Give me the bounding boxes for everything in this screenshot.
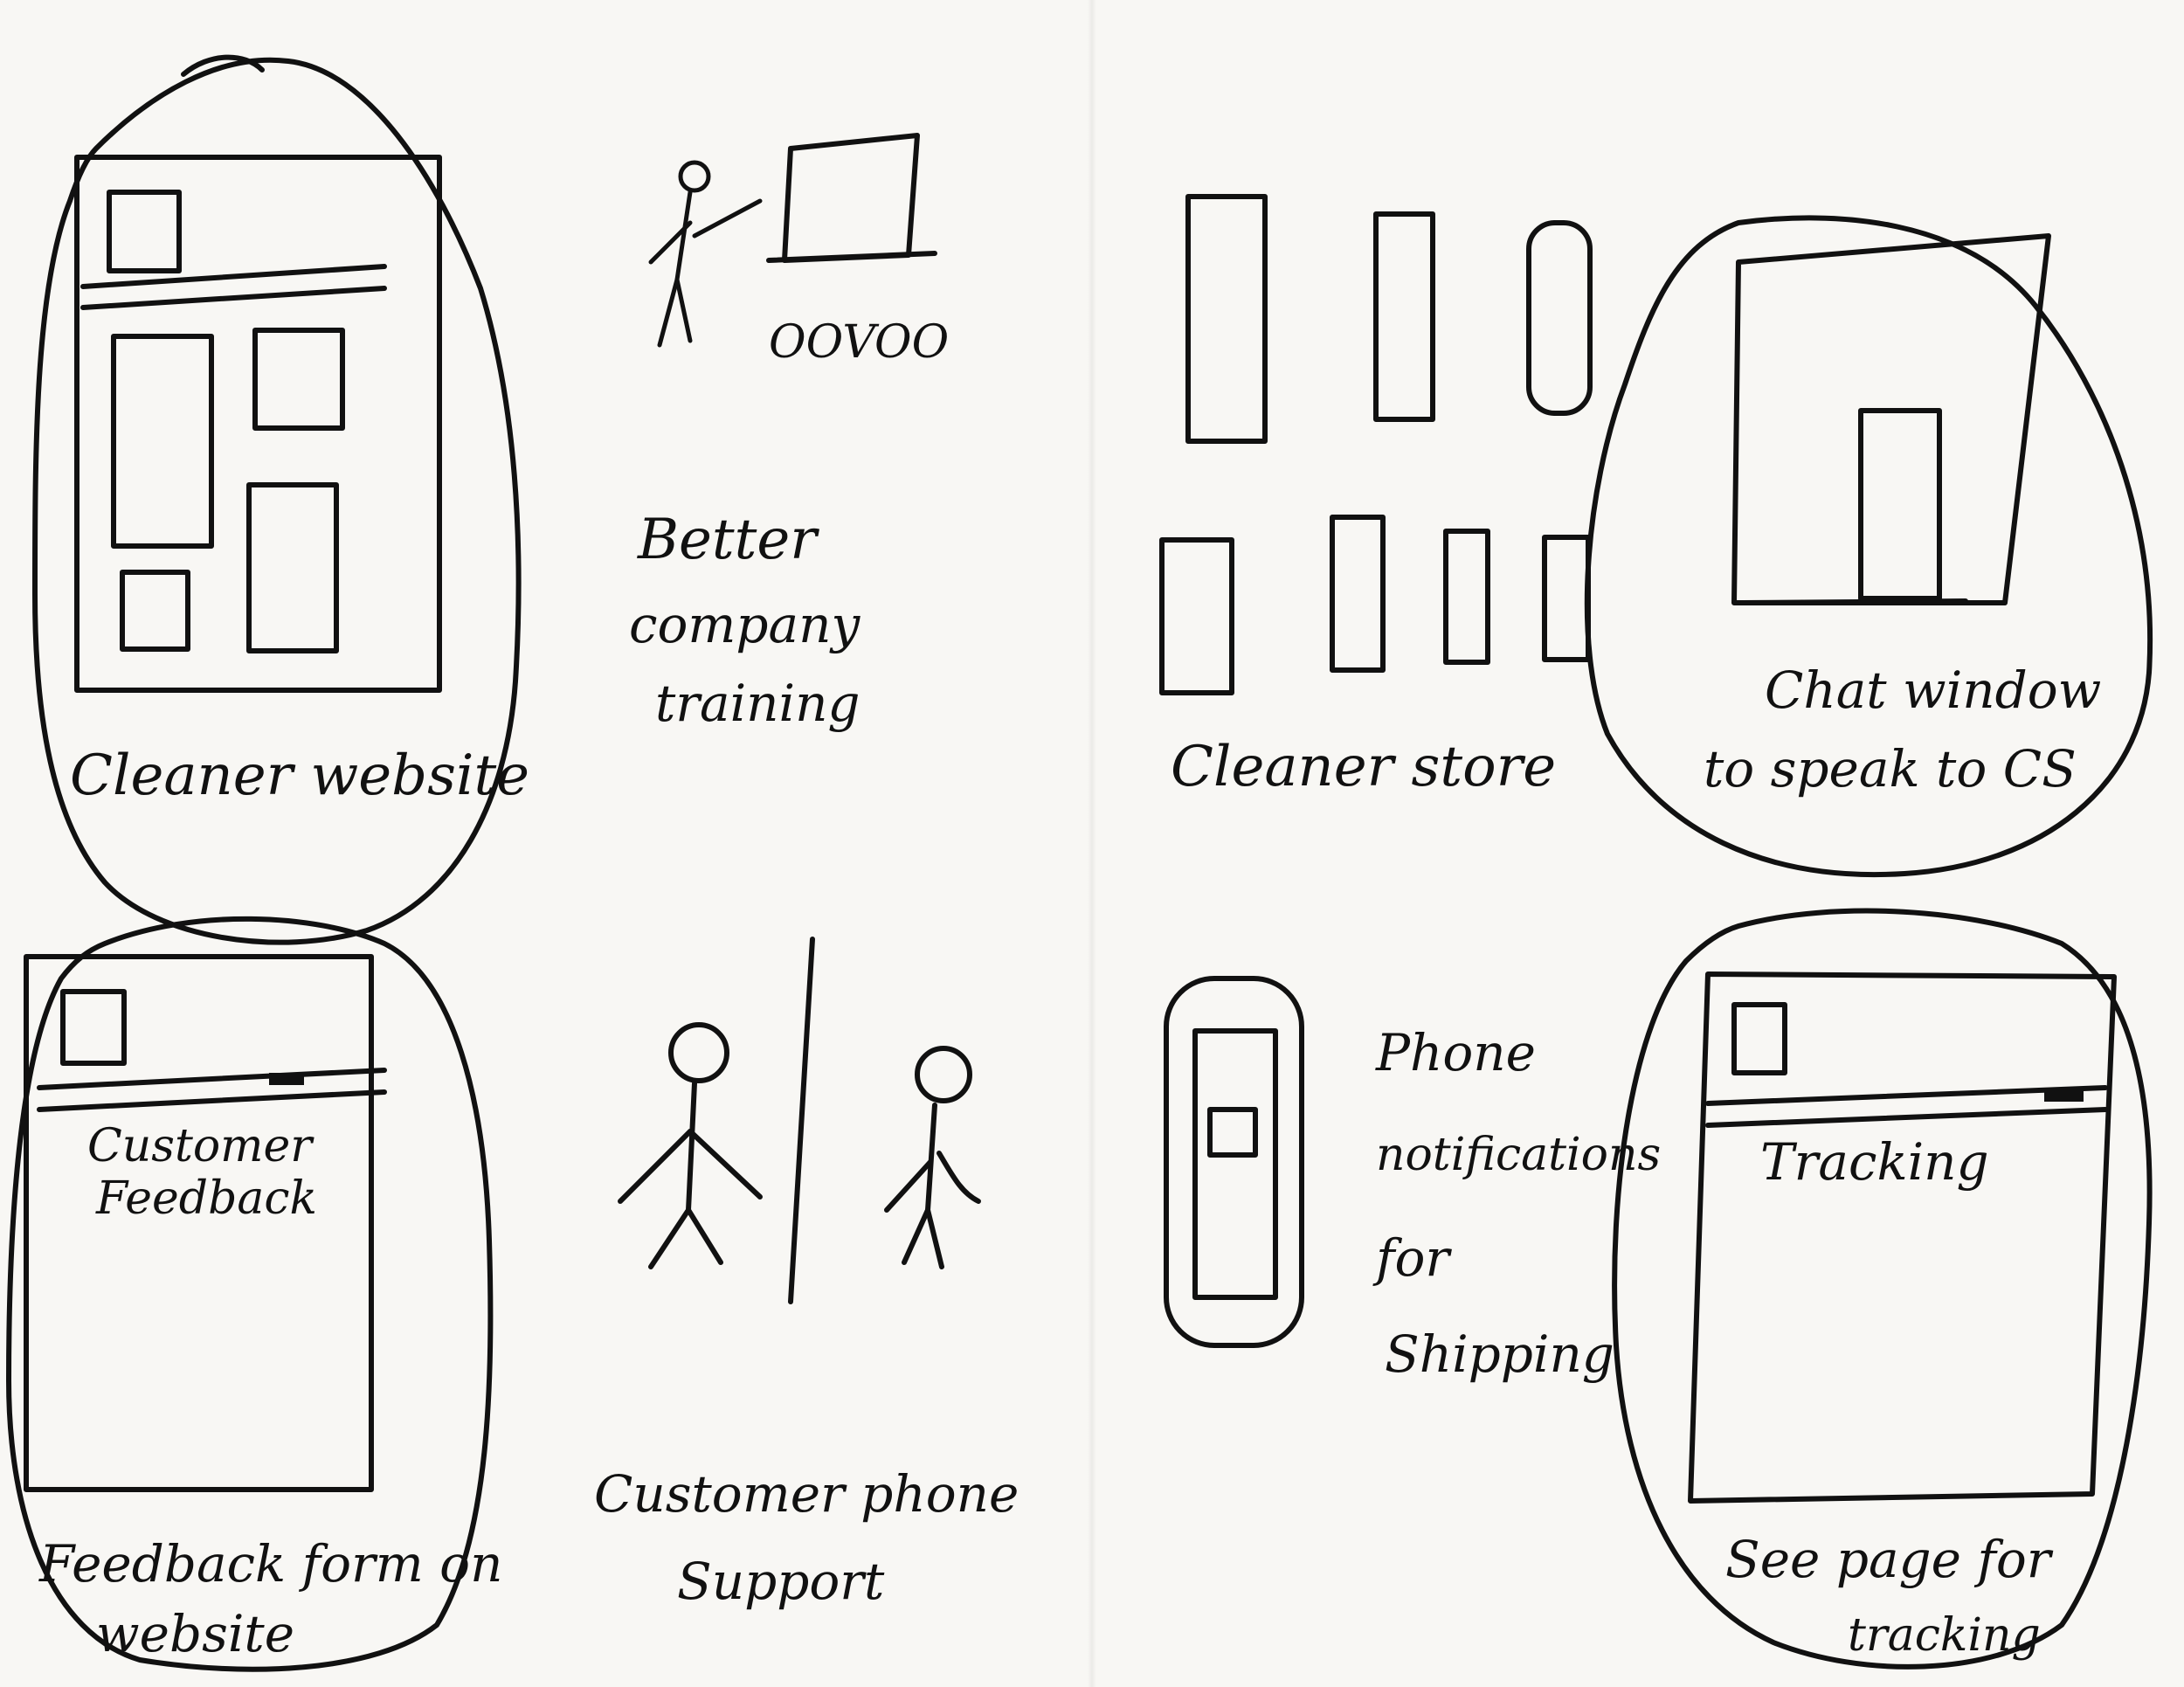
sketch-tracking-page	[1612, 908, 2153, 1670]
caption-chat-line-2: to speak to CS	[1704, 739, 2077, 799]
training-board-base	[766, 251, 937, 263]
sketch-phone-support	[618, 937, 981, 1304]
caption-tracking-line-1: See page for	[1725, 1530, 2051, 1589]
caption-phone-support-line-1: Customer phone	[594, 1464, 1019, 1524]
mobile-phone-body	[1164, 976, 1304, 1348]
sketch-company-training	[648, 133, 937, 348]
caption-notifications-line-1: Phone	[1376, 1023, 1536, 1082]
trainer-leg	[657, 277, 680, 348]
sketch-cleaner-website	[32, 54, 522, 945]
circle-overlap-stroke	[181, 54, 265, 77]
caller-arm	[618, 1129, 693, 1204]
website-frame	[74, 155, 442, 693]
sketch-chat-window	[1584, 215, 2153, 877]
feedback-nav-button	[269, 1073, 304, 1085]
caller-body	[686, 1081, 697, 1213]
training-board	[782, 133, 920, 263]
website-logo-box	[107, 190, 182, 273]
tracking-nav-button	[2044, 1088, 2084, 1102]
agent-body	[925, 1103, 937, 1213]
agent-leg	[902, 1207, 930, 1265]
website-panel	[120, 570, 190, 652]
feedback-nav-line-2	[37, 1089, 387, 1112]
store-shelf	[1159, 537, 1234, 695]
caption-feedback-line-1: Feedback form on	[39, 1534, 503, 1594]
tracking-nav-line-2	[1705, 1107, 2108, 1128]
feedback-header-line-2: Feedback	[96, 1172, 317, 1225]
store-shelf	[1185, 194, 1268, 444]
training-board-text: OOVOO	[769, 316, 950, 369]
store-shelf	[1373, 211, 1435, 422]
website-panel	[246, 482, 339, 653]
store-shelf	[1443, 529, 1490, 665]
caption-training-line-3: training	[655, 674, 860, 733]
caption-cleaner-website: Cleaner website	[70, 743, 530, 808]
feedback-nav-line	[37, 1068, 387, 1090]
circle-feedback-form	[6, 916, 494, 1672]
caption-cleaner-store: Cleaner store	[1171, 735, 1557, 799]
trainer-arm	[648, 220, 693, 265]
mobile-phone-screen	[1192, 1028, 1278, 1300]
agent-head	[915, 1046, 972, 1103]
circle-cleaner-website	[32, 57, 522, 945]
store-shelf	[1526, 220, 1593, 416]
sketch-phone-notifications	[1164, 976, 1304, 1348]
chat-popup-box	[1858, 408, 1942, 601]
website-nav-line	[80, 264, 387, 289]
circle-tracking-page	[1612, 908, 2153, 1670]
caption-feedback-line-2: website	[96, 1604, 295, 1663]
caption-phone-support-line-2: Support	[677, 1552, 885, 1611]
website-nav-line-2	[80, 286, 387, 310]
caption-notifications-line-4: Shipping	[1385, 1324, 1614, 1384]
store-shelf	[1330, 515, 1386, 673]
caption-tracking-line-2: tracking	[1848, 1609, 2041, 1662]
sketch-cleaner-store	[1159, 194, 1593, 695]
caption-training-line-1: Better	[638, 508, 817, 572]
website-panel	[111, 334, 214, 549]
caption-chat-line-1: Chat window	[1765, 660, 2102, 720]
caller-head	[668, 1022, 729, 1083]
feedback-logo-box	[60, 989, 127, 1066]
agent-arm	[936, 1151, 981, 1204]
paper-fold	[1088, 0, 1096, 1687]
sketch-feedback-form	[6, 916, 494, 1672]
caption-training-line-2: company	[629, 595, 860, 654]
caller-leg	[648, 1207, 691, 1269]
caller-arm	[688, 1129, 763, 1200]
store-shelf	[1542, 535, 1591, 662]
caller-leg	[686, 1207, 723, 1265]
tracking-nav-line	[1705, 1085, 2108, 1106]
caption-notifications-line-2: notifications	[1376, 1129, 1662, 1181]
agent-arm	[884, 1159, 933, 1213]
agent-leg	[925, 1207, 944, 1269]
trainer-leg	[674, 277, 693, 343]
notification-box	[1207, 1107, 1258, 1158]
phone-divider	[788, 937, 815, 1304]
caption-notifications-line-3: for	[1376, 1228, 1450, 1288]
tracking-page-frame	[1688, 971, 2117, 1504]
website-panel	[252, 328, 345, 431]
circle-chat-window	[1584, 215, 2153, 877]
feedback-page-frame	[24, 954, 374, 1492]
tracking-header-text: Tracking	[1760, 1132, 1989, 1192]
trainer-body	[674, 190, 693, 282]
chat-screen-frame	[1731, 233, 2051, 605]
feedback-header-line-1: Customer	[87, 1120, 313, 1172]
chat-screen-base	[1740, 598, 1968, 605]
tracking-logo-box	[1731, 1002, 1787, 1075]
trainer-head	[678, 160, 711, 193]
trainer-pointing-arm	[692, 198, 763, 239]
